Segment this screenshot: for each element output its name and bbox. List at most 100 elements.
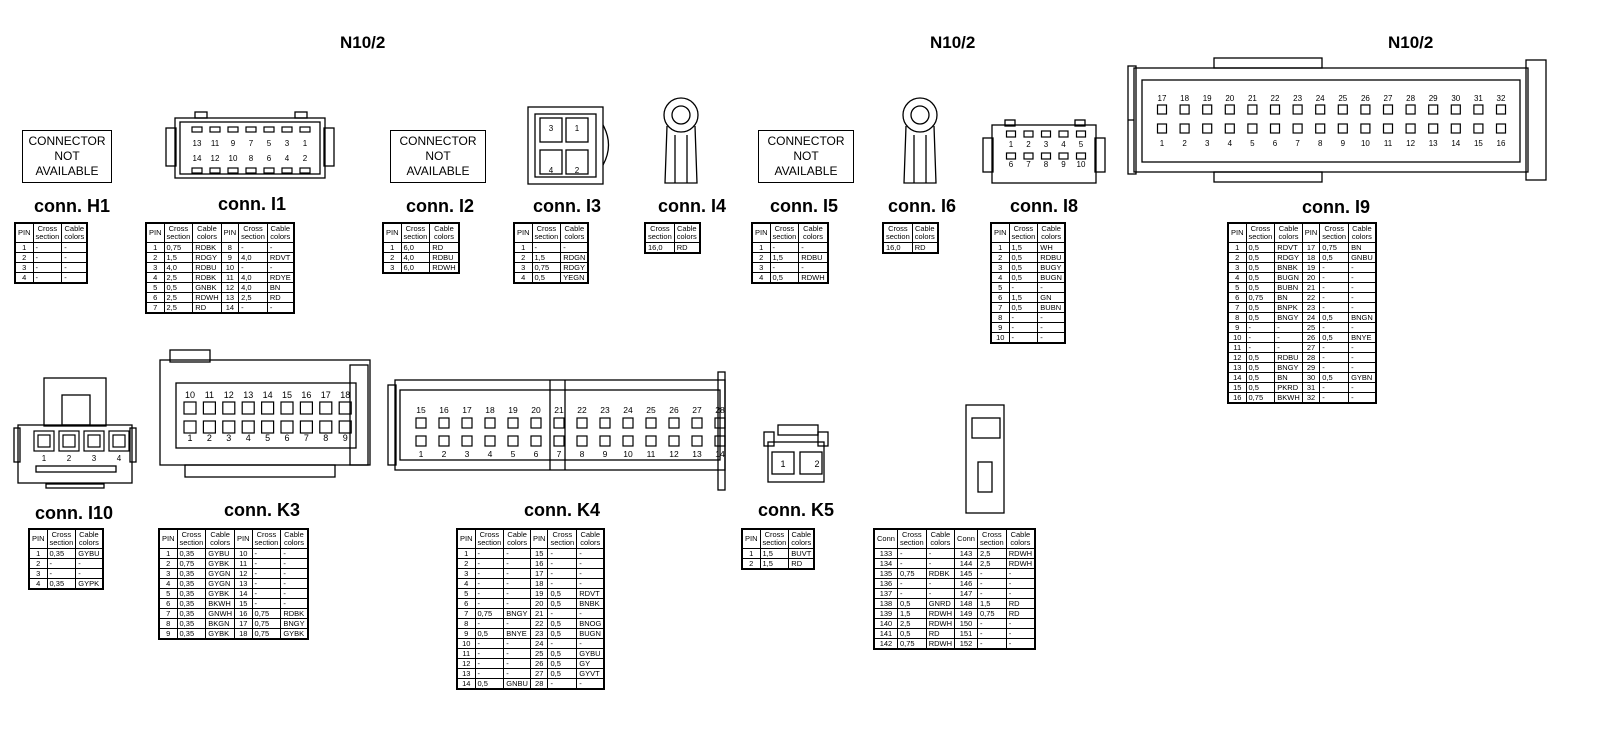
pin-number: 11 xyxy=(647,449,656,459)
table-cell: 6 xyxy=(990,292,1010,303)
pin-cavity xyxy=(1058,152,1069,160)
table-cell: 133 xyxy=(873,548,898,559)
pin-cavity xyxy=(1075,130,1087,138)
table-cell: 11 xyxy=(1227,342,1247,353)
table-cell: 25 xyxy=(529,648,549,659)
table-cell: - xyxy=(976,618,1007,629)
pin-cavity xyxy=(1040,130,1052,138)
pin-cavity xyxy=(62,434,76,448)
pin-number: 14 xyxy=(193,154,202,163)
table-cell: 4 xyxy=(28,578,48,590)
table-cell: GYBU xyxy=(205,548,236,559)
table-cell: 15 xyxy=(1227,382,1247,393)
table-cell: GNBU xyxy=(1348,252,1377,263)
table-cell: 139 xyxy=(873,608,898,619)
pin-cavity xyxy=(1224,104,1235,115)
table-cell: 16 xyxy=(1227,392,1247,404)
pin-number: 14 xyxy=(263,390,273,400)
pin-cavity xyxy=(1224,123,1235,134)
table-cell: 2 xyxy=(28,558,48,569)
pin-cavity xyxy=(1269,104,1281,115)
table-cell: - xyxy=(474,548,505,559)
table-cell: 2,5 xyxy=(163,292,194,303)
conn-k3-label: conn. K3 xyxy=(223,500,300,520)
table-cell: 1,5 xyxy=(896,608,927,619)
table-cell: 0,35 xyxy=(176,598,207,609)
pin-number: 22 xyxy=(577,405,587,415)
table-cell: - xyxy=(61,262,88,273)
pin-cavity xyxy=(576,435,588,447)
pin-cavity xyxy=(209,167,221,174)
conn-i10-label: conn. I10 xyxy=(34,503,114,523)
table-cell: 0,5 xyxy=(1245,372,1276,383)
table-row: 3-- xyxy=(751,262,829,273)
table-row: 9-- xyxy=(990,322,1066,333)
pin-number: 19 xyxy=(508,405,518,415)
pin-number: 17 xyxy=(462,405,472,415)
pin-cavity xyxy=(507,435,519,447)
table-cell: 0,35 xyxy=(46,548,77,559)
table-cell: GYBK xyxy=(205,558,236,569)
table-cell: 0,5 xyxy=(1245,282,1276,293)
table-cell: 0,5 xyxy=(163,282,194,293)
table-cell: - xyxy=(896,588,927,599)
table-row: 3--17-- xyxy=(456,568,605,579)
pin-cavity xyxy=(37,434,51,448)
table-row: 2--16-- xyxy=(456,558,605,569)
table-cell: - xyxy=(251,568,282,579)
table-cell: 15 xyxy=(529,548,549,559)
table-cell: 0,75 xyxy=(896,638,927,650)
table-cell: 0,5 xyxy=(547,598,578,609)
table-cell: RD xyxy=(1005,598,1036,609)
table-cell: 0,5 xyxy=(896,628,927,639)
table-cell: - xyxy=(976,588,1007,599)
pin-cavity xyxy=(299,420,313,434)
table-cell: 24 xyxy=(529,638,549,649)
table-cell: - xyxy=(1005,628,1036,639)
table-cell: 4,0 xyxy=(400,252,431,263)
table-cell: 19 xyxy=(529,588,549,599)
table-cell: 2 xyxy=(456,558,476,569)
table-cell: 0,75 xyxy=(474,608,505,619)
pin-cavity xyxy=(599,435,611,447)
table-cell: - xyxy=(1348,322,1377,333)
table-cell: 3 xyxy=(456,568,476,579)
table-cell: 15 xyxy=(234,598,253,609)
table-cell: 145 xyxy=(954,568,978,579)
table-cell: - xyxy=(798,262,829,273)
table-cell: 4,0 xyxy=(238,252,268,263)
pin-number: 3 xyxy=(1205,139,1210,148)
pin-number: 14 xyxy=(1451,139,1460,148)
table-cell: 14 xyxy=(234,588,253,599)
pin-cavity xyxy=(281,126,293,133)
pin-number: 8 xyxy=(1318,139,1323,148)
table-cell: - xyxy=(1319,322,1350,333)
table-cell: - xyxy=(1008,312,1039,323)
table-cell: - xyxy=(1319,282,1350,293)
table-cell: - xyxy=(1274,322,1303,333)
header-n10-2-right: N10/2 xyxy=(1388,33,1434,52)
connector-i3-drawing xyxy=(527,106,610,185)
connector-k3-drawing xyxy=(159,349,371,478)
table-cell: RDBK xyxy=(192,272,222,283)
conn-k5-label: conn. K5 xyxy=(757,500,834,520)
connector-i6-drawing xyxy=(902,97,938,184)
table-cell: BNGY xyxy=(503,608,531,619)
pin-cavity xyxy=(241,401,255,415)
table-row: 9--25-- xyxy=(1227,322,1377,333)
pin-cavity xyxy=(222,401,236,415)
conn-i9-label: conn. I9 xyxy=(1301,197,1370,217)
table-cell: BUBN xyxy=(1037,302,1066,313)
table-row: 5-- xyxy=(990,282,1066,293)
